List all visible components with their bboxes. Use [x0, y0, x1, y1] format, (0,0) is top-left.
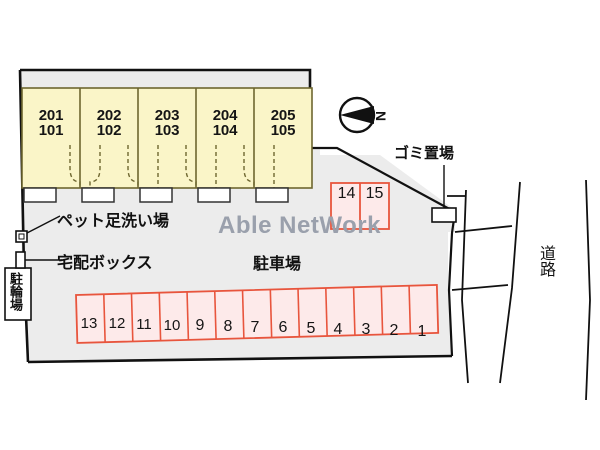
compass-north-arrow — [338, 96, 376, 134]
unit-label-1: 201 101 — [23, 108, 79, 139]
unit-lower-3: 103 — [154, 122, 180, 140]
unit-upper-2: 202 — [96, 107, 122, 124]
pet-wash-label: ペット足洗い場 — [57, 211, 170, 230]
road-label: 道路 — [537, 245, 556, 277]
parking-stall-6: 6 — [278, 319, 288, 336]
unit-label-2: 202 102 — [81, 108, 137, 139]
parking-stall-3: 3 — [361, 321, 371, 338]
parking-stall-9: 9 — [195, 317, 205, 334]
unit-label-3: 203 103 — [139, 108, 195, 139]
parking-stall-12: 12 — [108, 315, 126, 332]
unit-lower-1: 101 — [38, 122, 64, 140]
parking-stall-2: 2 — [389, 322, 399, 339]
parking-stall-15: 15 — [365, 185, 384, 202]
unit-lower-2: 102 — [96, 122, 122, 140]
road-lines — [447, 179, 591, 401]
parking-stall-13: 13 — [80, 315, 98, 332]
pet-wash-marker — [15, 215, 61, 243]
parking-area-label: 駐車場 — [253, 254, 302, 273]
parking-stall-1: 1 — [417, 323, 427, 340]
parking-stall-11: 11 — [136, 316, 152, 333]
bicycle-parking-label: 駐輪場 — [7, 272, 22, 311]
parking-stall-5: 5 — [306, 320, 316, 337]
unit-lower-5: 105 — [270, 122, 296, 140]
delivery-box-marker — [15, 251, 62, 269]
garbage-area-label: ゴミ置場 — [394, 144, 455, 162]
parking-stall-7: 7 — [250, 319, 260, 336]
site-boundary-diagonal — [310, 146, 456, 213]
compass-north-letter: N — [373, 110, 390, 122]
unit-upper-3: 203 — [154, 107, 180, 124]
parking-row-main — [75, 283, 440, 344]
garbage-area-marker — [431, 165, 457, 223]
parking-stall-4: 4 — [333, 321, 343, 338]
unit-upper-4: 204 — [212, 107, 238, 124]
unit-label-4: 204 104 — [197, 108, 253, 139]
unit-upper-5: 205 — [270, 107, 296, 124]
site-boundary-bottom — [27, 354, 453, 364]
unit-lower-4: 104 — [212, 122, 238, 140]
parking-block-upper — [330, 182, 390, 230]
parking-stall-10: 10 — [163, 317, 181, 334]
unit-upper-1: 201 — [38, 107, 64, 124]
parking-stall-8: 8 — [223, 318, 233, 335]
apartment-building — [21, 87, 313, 203]
unit-label-5: 205 105 — [255, 108, 311, 139]
delivery-box-label: 宅配ボックス — [57, 253, 153, 272]
parking-stall-14: 14 — [337, 185, 356, 202]
